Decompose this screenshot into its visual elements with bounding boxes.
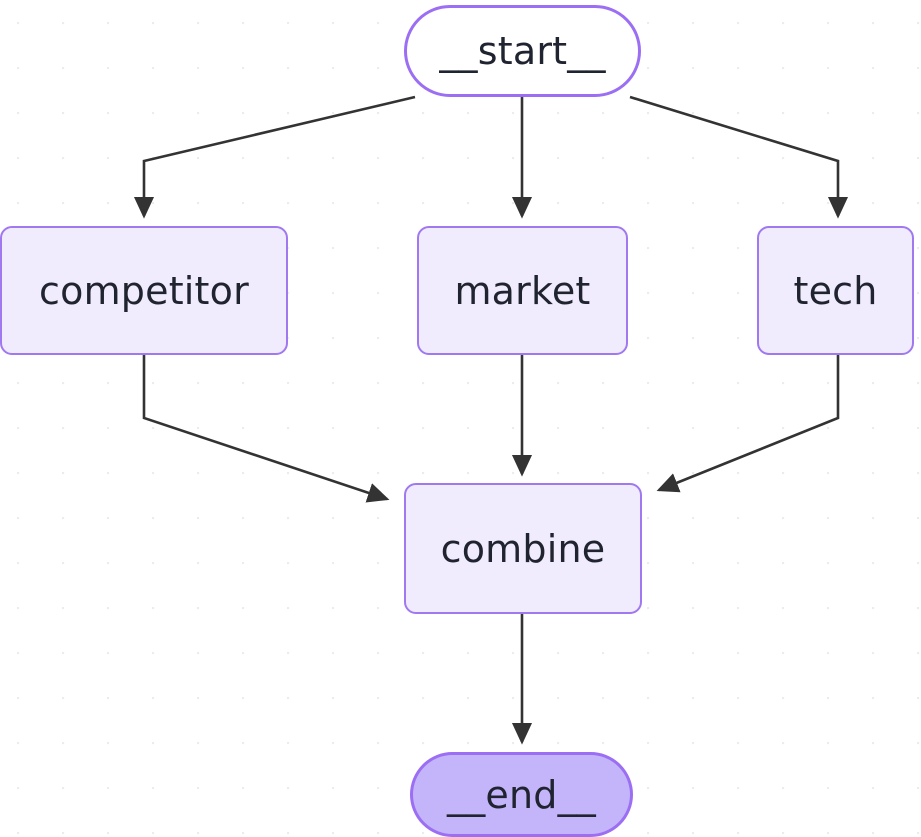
node-tech[interactable]: tech xyxy=(757,226,914,355)
node-end[interactable]: __end__ xyxy=(410,752,633,837)
edge-competitor-to-combine xyxy=(142,355,390,503)
node-combine-label: combine xyxy=(440,526,606,571)
node-market[interactable]: market xyxy=(417,226,628,355)
node-competitor-label: competitor xyxy=(39,268,249,313)
edge-start-to-tech xyxy=(629,95,849,219)
edge-tech-to-combine xyxy=(656,355,840,493)
node-competitor[interactable]: competitor xyxy=(0,226,288,355)
node-start-label: __start__ xyxy=(439,29,606,73)
node-market-label: market xyxy=(454,268,591,313)
node-combine[interactable]: combine xyxy=(404,483,642,614)
node-tech-label: tech xyxy=(793,268,878,313)
node-end-label: __end__ xyxy=(447,772,596,817)
edge-start-to-competitor xyxy=(133,95,416,219)
node-start[interactable]: __start__ xyxy=(404,5,641,97)
